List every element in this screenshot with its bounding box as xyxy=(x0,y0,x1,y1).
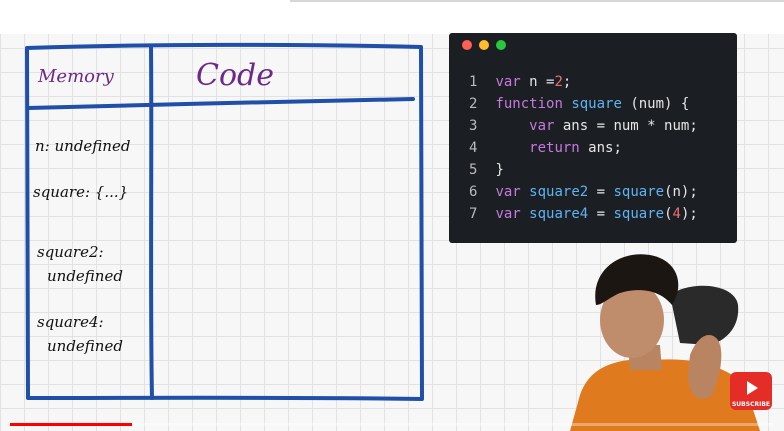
line-number: 4 xyxy=(469,140,478,156)
line-number: 6 xyxy=(469,184,478,200)
memory-item-square: square: {...} xyxy=(33,180,128,204)
code-line: 6 var square2 = square(n); xyxy=(469,181,698,203)
code-editor-window: 1 var n =2;2 function square (num) {3 va… xyxy=(449,33,737,243)
memory-var-value: undefined xyxy=(54,137,131,155)
close-dot-icon xyxy=(462,40,472,50)
column-divider xyxy=(149,45,154,400)
code-token: (num) { xyxy=(621,96,690,112)
code-token: square xyxy=(613,206,665,222)
code-token: 4 xyxy=(672,206,681,222)
memory-heading: Memory xyxy=(38,66,114,87)
code-token: 2 xyxy=(554,74,563,90)
memory-var-value: {...} xyxy=(94,183,129,201)
code-token: var xyxy=(495,206,521,222)
line-number: 3 xyxy=(469,118,478,134)
code-token: ); xyxy=(680,206,698,222)
presenter-video xyxy=(570,254,760,431)
top-strip xyxy=(0,0,784,34)
memory-item-square4: square4: undefined xyxy=(37,310,123,358)
line-number: 5 xyxy=(469,162,478,178)
code-token: (n); xyxy=(664,184,698,200)
memory-var-name: square4: xyxy=(37,313,104,331)
maximize-dot-icon xyxy=(496,40,506,50)
memory-var-name: square2: xyxy=(37,243,104,261)
table-border xyxy=(25,42,424,401)
code-token: = xyxy=(588,184,614,200)
line-number: 7 xyxy=(469,206,478,222)
presenter-hair xyxy=(595,254,679,305)
code-token: square4 xyxy=(529,206,589,222)
code-line: 5 } xyxy=(469,159,698,181)
video-progress-fill xyxy=(10,423,133,426)
code-token: n = xyxy=(520,74,555,90)
minimize-dot-icon xyxy=(479,40,489,50)
presenter-hand xyxy=(688,335,722,399)
memory-item-square2: square2: undefined xyxy=(37,240,123,288)
code-token: } xyxy=(495,162,504,178)
code-token: var xyxy=(495,74,521,90)
header-rule xyxy=(26,97,415,110)
code-token: return xyxy=(529,140,580,156)
presenter-face xyxy=(600,282,664,358)
code-heading: Code xyxy=(196,58,274,93)
memory-var-value: undefined xyxy=(47,337,123,355)
top-divider xyxy=(290,0,784,2)
code-token: ( xyxy=(664,206,673,222)
code-token xyxy=(521,206,529,222)
memory-var-value: undefined xyxy=(47,267,123,285)
code-line: 2 function square (num) { xyxy=(469,93,698,115)
code-token: square2 xyxy=(529,184,589,200)
code-token: ans = num * num; xyxy=(554,118,698,134)
code-token: ans; xyxy=(579,140,622,156)
code-block: 1 var n =2;2 function square (num) {3 va… xyxy=(469,71,698,225)
chair-back xyxy=(670,285,739,345)
youtube-play-icon xyxy=(747,381,758,395)
code-token xyxy=(495,118,529,134)
subscribe-label: SUBSCRIBE xyxy=(731,401,770,408)
code-token: var xyxy=(529,118,555,134)
code-token: square xyxy=(613,184,665,200)
subscribe-button[interactable]: SUBSCRIBE xyxy=(730,372,772,410)
memory-item-n: n: undefined xyxy=(35,134,130,158)
code-line: 7 var square4 = square(4); xyxy=(469,203,698,225)
code-token: = xyxy=(588,206,614,222)
code-token: square xyxy=(571,96,622,112)
code-token xyxy=(495,140,529,156)
code-token: var xyxy=(495,184,521,200)
memory-var-name: square: xyxy=(33,183,91,201)
line-number: 1 xyxy=(469,74,478,90)
code-token xyxy=(521,184,529,200)
code-line: 3 var ans = num * num; xyxy=(469,115,698,137)
memory-var-name: n: xyxy=(35,137,50,155)
code-line: 4 return ans; xyxy=(469,137,698,159)
line-number: 2 xyxy=(469,96,478,112)
code-line: 1 var n =2; xyxy=(469,71,698,93)
code-token: function xyxy=(495,96,563,112)
video-progress-bar[interactable] xyxy=(10,423,774,426)
code-token: ; xyxy=(562,74,572,90)
